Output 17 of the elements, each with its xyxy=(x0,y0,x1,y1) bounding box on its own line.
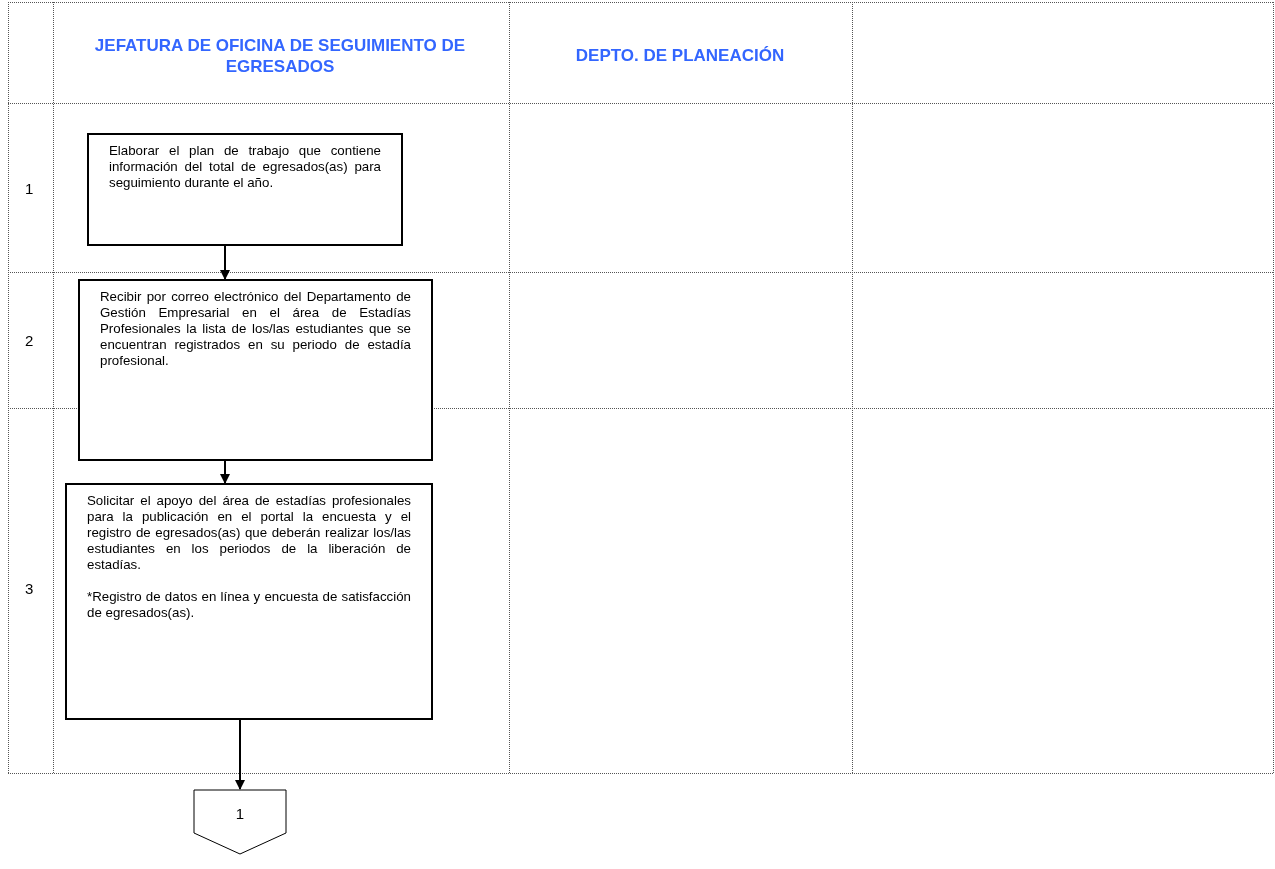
step-text: Recibir por correo electrónico del Departamento de Gestión Empresarial en el área de Estadías Profesionales la lista de los/las estudiantes que se encuentran registrados en su periodo de estadía profesional. xyxy=(100,289,411,369)
arrow xyxy=(220,245,230,280)
process-box xyxy=(87,133,403,246)
connector-number: 1 xyxy=(234,805,246,822)
lane-header: DEPTO. DE PLANEACIÓN xyxy=(574,45,786,66)
step-number: 3 xyxy=(25,580,34,597)
step-number: 1 xyxy=(25,180,34,197)
process-box xyxy=(65,483,433,720)
step-text: *Registro de datos en línea y encuesta de satisfacción de egresados(as). xyxy=(87,589,411,621)
arrow xyxy=(220,460,230,484)
process-box xyxy=(78,279,433,461)
arrow xyxy=(235,719,245,790)
step-text: Elaborar el plan de trabajo que contiene información del total de egresados(as) para seguimiento durante el año. xyxy=(109,143,381,191)
lane-header: JEFATURA DE OFICINA DE SEGUIMIENTO DE EGRESADOS xyxy=(93,35,467,77)
step-text: Solicitar el apoyo del área de estadías profesionales para la publicación en el portal la encuesta y el registro de egresados(as) que deberán realizar los/las estudiantes en los periodos de la liberación de estadías. xyxy=(87,493,411,573)
off-page-connector xyxy=(193,789,287,855)
step-number: 2 xyxy=(25,332,34,349)
